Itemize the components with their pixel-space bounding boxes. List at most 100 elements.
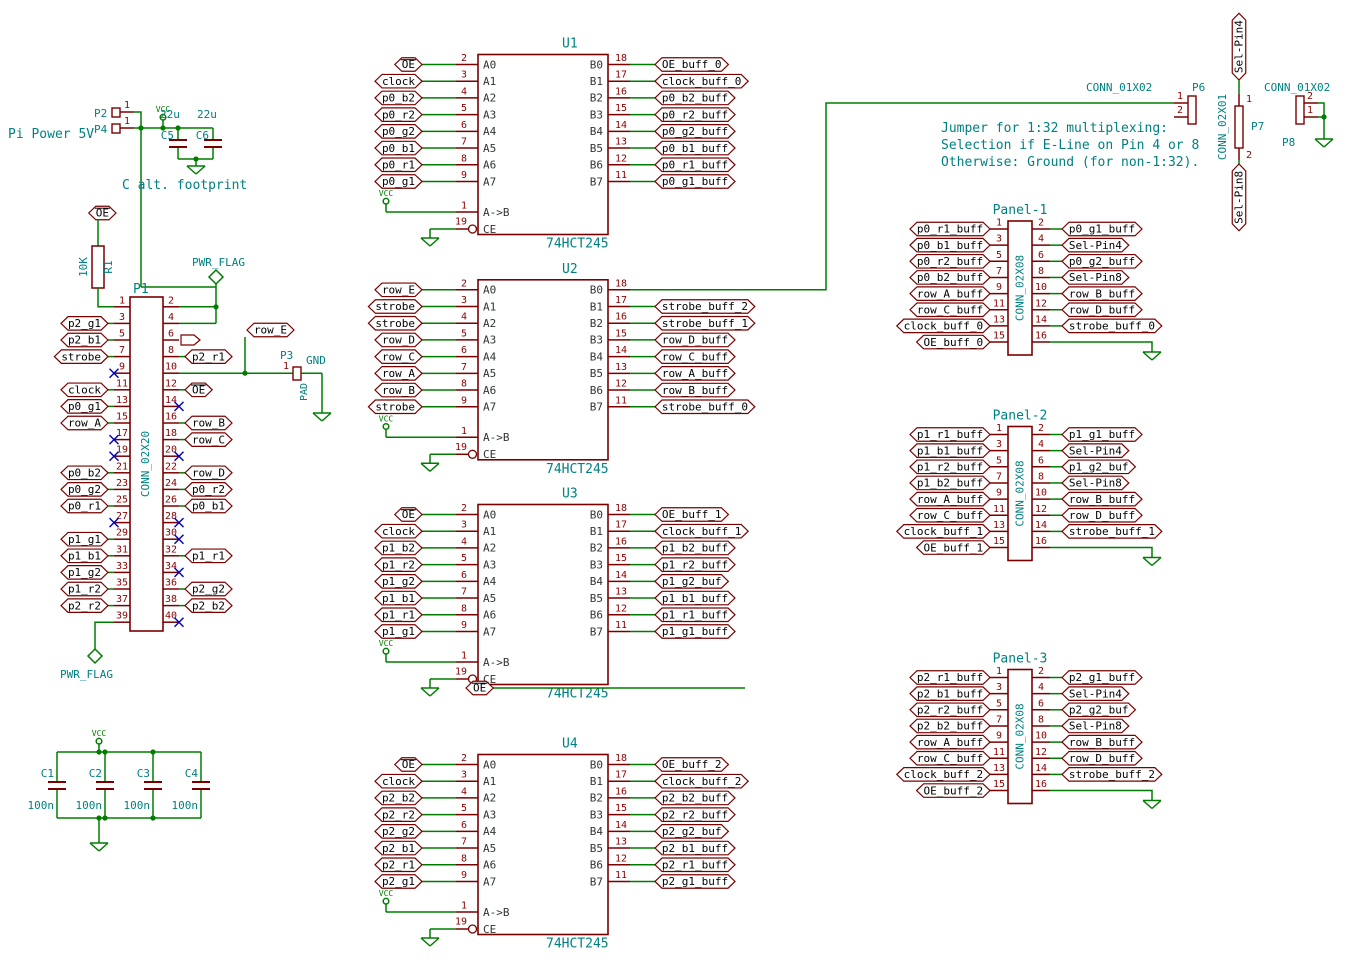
net-label-text[interactable]: clock_buff_2 (662, 775, 741, 788)
net-label-text[interactable]: p2_r1 (382, 858, 415, 871)
connector-P6-body[interactable] (1187, 95, 1197, 125)
net-label-p2_b2_buff[interactable]: p2_b2_buff (654, 790, 736, 806)
cap-value[interactable]: 100n (172, 799, 199, 812)
pwr-flag-label[interactable]: PWR_FLAG (60, 668, 113, 681)
net-label-p0_r1[interactable]: p0_r1 (60, 498, 109, 514)
net-label-text[interactable]: p2_b2 (382, 792, 415, 805)
net-label-p2_r1[interactable]: p2_r1 (184, 349, 233, 364)
net-label-OE[interactable]: OE (184, 382, 214, 398)
net-label-p0_b1[interactable]: p0_b1 (184, 498, 233, 514)
net-label-text[interactable]: row_B (192, 417, 225, 430)
net-label-row_A[interactable]: row_A (60, 415, 109, 431)
net-label-clock_buff_0[interactable]: clock_buff_0 (654, 73, 750, 89)
net-label-p0_r2_buff[interactable]: p0_r2_buff (909, 253, 991, 269)
net-label-strobe_buff_2[interactable]: strobe_buff_2 (1061, 767, 1163, 782)
net-label-clock[interactable]: clock (374, 73, 423, 89)
net-label-OE[interactable]: OE (87, 205, 117, 221)
net-label-text[interactable]: row_A (68, 417, 101, 430)
net-label-p1_g1[interactable]: p1_g1 (374, 624, 423, 639)
connector-body[interactable] (1007, 425, 1033, 562)
net-label-text[interactable]: p2_g2_buf (662, 825, 722, 838)
net-label-Sel-Pin4[interactable]: Sel-Pin4 (1231, 12, 1247, 81)
net-label-p1_g2[interactable]: p1_g2 (60, 565, 109, 580)
connector-body[interactable] (1007, 668, 1033, 805)
net-label-text[interactable]: p2_g1_buff (1069, 671, 1135, 684)
net-label-p1_r2_buff[interactable]: p1_r2_buff (654, 557, 736, 572)
net-label-text[interactable]: p2_g1 (382, 875, 415, 888)
chip-value[interactable]: 74HCT245 (546, 687, 609, 702)
net-label-text[interactable]: p2_b1 (382, 842, 415, 855)
net-label-row_A_buff[interactable]: row_A_buff (909, 734, 991, 750)
net-label-text[interactable]: OE (96, 207, 109, 220)
connector-P8-body[interactable] (1295, 95, 1305, 125)
vcc-symbol[interactable]: VCC (379, 889, 394, 912)
net-label-text[interactable]: Sel-Pin8 (1233, 171, 1246, 224)
net-label-text[interactable]: strobe (375, 300, 415, 313)
net-label-p1_b1[interactable]: p1_b1 (60, 548, 109, 564)
wire[interactable] (97, 288, 114, 308)
net-label-p2_g2_buf[interactable]: p2_g2_buf (1061, 702, 1137, 718)
net-label-Sel-Pin8[interactable]: Sel-Pin8 (1061, 718, 1130, 734)
wire[interactable] (1050, 546, 1153, 558)
net-label-OE[interactable]: OE (393, 757, 423, 772)
net-label-text[interactable]: clock (382, 775, 415, 788)
net-label-text[interactable]: p1_b1 (382, 592, 415, 605)
net-label-text[interactable]: p2_g2_buf (1069, 704, 1129, 717)
net-label-text[interactable]: p2_b1 (68, 334, 101, 347)
net-label-strobe[interactable]: strobe (53, 349, 109, 364)
net-label-p2_g1[interactable]: p2_g1 (374, 874, 423, 889)
net-label-strobe_buff_2[interactable]: strobe_buff_2 (654, 299, 756, 314)
net-label-text[interactable]: p1_r1_buff (662, 608, 728, 621)
chip-body[interactable] (477, 53, 609, 236)
net-label-text[interactable]: p2_g2 (192, 583, 225, 596)
net-label-text[interactable]: row_C_buff (662, 350, 728, 363)
ref-C4[interactable]: C4 (185, 767, 199, 780)
net-label-text[interactable]: row_B_buff (1069, 493, 1135, 506)
net-label-text[interactable]: p2_b2_buff (917, 720, 983, 733)
net-label-text[interactable]: clock_buff_1 (662, 525, 741, 538)
net-label-p1_b1_buff[interactable]: p1_b1_buff (654, 590, 736, 606)
net-label-p0_g2[interactable]: p0_g2 (374, 123, 423, 139)
net-label-text[interactable]: row_C_buff (917, 509, 983, 522)
net-label-OE_buff_1[interactable]: OE_buff_1 (915, 540, 991, 555)
net-label-text[interactable]: row_C (192, 433, 225, 446)
net-label-text[interactable]: Sel-Pin4 (1069, 444, 1122, 457)
net-label-text[interactable]: row_E (254, 324, 287, 337)
net-label-row_B[interactable]: row_B (184, 415, 233, 431)
net-label-text[interactable]: p2_b2_buff (662, 792, 728, 805)
net-label-text[interactable]: strobe_buff_2 (1069, 768, 1155, 781)
net-label-text[interactable]: p1_g2_buf (662, 575, 722, 588)
net-label-text[interactable]: Sel-Pin4 (1069, 687, 1122, 700)
net-label-clock[interactable]: clock (60, 382, 109, 398)
net-label-text[interactable]: clock_buff_1 (904, 525, 983, 538)
net-label-text[interactable]: p0_r1 (382, 158, 415, 171)
ref-C6[interactable]: C6 (196, 129, 209, 142)
net-label-text[interactable]: OE (473, 682, 486, 695)
net-label-text[interactable]: p0_g2_buff (1069, 255, 1135, 268)
net-label-p2_r1[interactable]: p2_r1 (374, 857, 423, 873)
net-label-p0_g1[interactable]: p0_g1 (60, 399, 109, 414)
net-label-p2_b1_buff[interactable]: p2_b1_buff (909, 686, 991, 702)
value-P7[interactable]: CONN_02X01 (1216, 94, 1229, 160)
net-label-text[interactable]: p0_g1 (382, 175, 415, 188)
net-label-p1_b2_buff[interactable]: p1_b2_buff (909, 475, 991, 491)
net-label-OE_buff_2[interactable]: OE_buff_2 (654, 757, 730, 772)
net-label-text[interactable]: strobe_buff_1 (662, 317, 748, 330)
net-label-strobe_buff_1[interactable]: strobe_buff_1 (654, 315, 756, 331)
net-label-text[interactable]: p1_b2 (382, 542, 415, 555)
panel-title[interactable]: Panel-1 (993, 203, 1048, 218)
net-label-text[interactable]: p0_g1 (68, 400, 101, 413)
net-label-p1_r2[interactable]: p1_r2 (374, 557, 423, 572)
value-P1[interactable]: CONN_02X20 (139, 431, 152, 497)
net-label-text[interactable]: strobe (61, 350, 101, 363)
net-label-text[interactable]: p2_b1_buff (917, 687, 983, 700)
net-label-Sel-Pin4[interactable]: Sel-Pin4 (1061, 443, 1130, 458)
net-label-text[interactable]: OE (192, 384, 205, 397)
ref-P3[interactable]: P3 (280, 349, 293, 362)
net-label-text[interactable]: row_C (382, 350, 415, 363)
